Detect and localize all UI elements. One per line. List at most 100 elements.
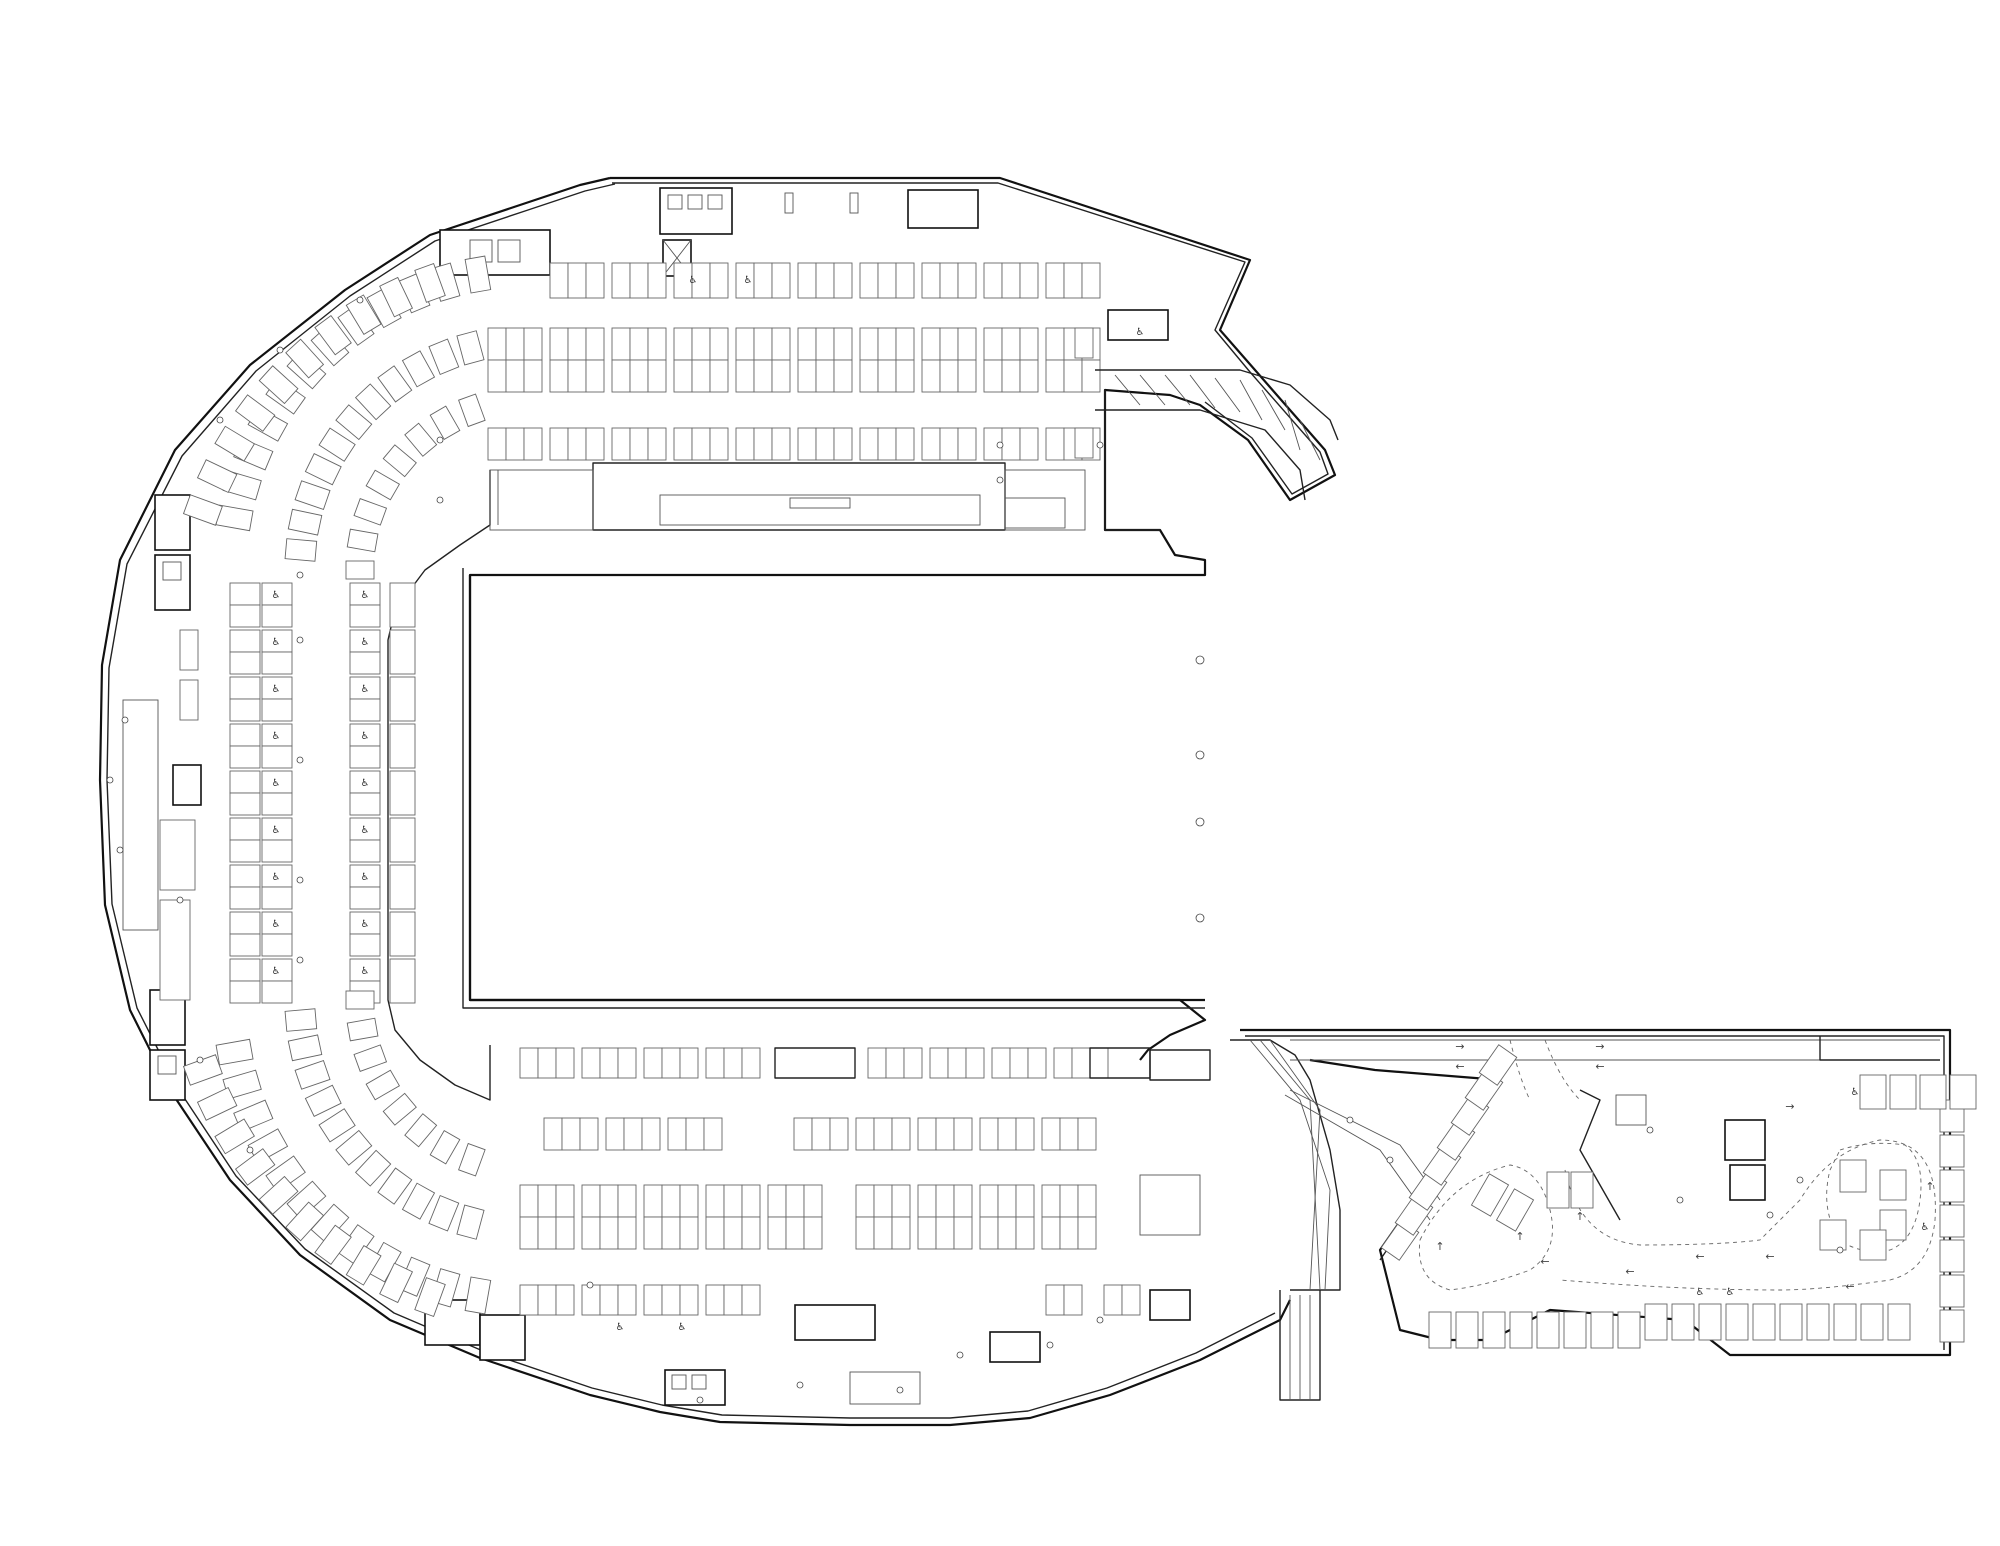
accessible-parking-icon: ♿ (272, 825, 281, 836)
parking-stall (543, 1117, 563, 1151)
parking-stall (505, 359, 525, 393)
parking-stall (1045, 427, 1065, 461)
parking-stall (1121, 1284, 1141, 1316)
parking-stall (523, 327, 543, 361)
direction-arrow-icon: ↑ (1435, 1240, 1444, 1253)
parking-stall (346, 528, 379, 553)
direction-arrow-icon: ← (1540, 1255, 1549, 1268)
parking-stall (703, 1117, 723, 1151)
parking-stall (767, 1216, 787, 1250)
parking-stall (1027, 1047, 1047, 1079)
parking-stall (939, 427, 959, 461)
parking-stall (953, 1117, 973, 1151)
column-icon (1796, 1176, 1804, 1184)
parking-stall (549, 327, 569, 361)
parking-stall (318, 1108, 356, 1143)
parking-stall (464, 255, 492, 294)
direction-arrow-icon: ↑ (1515, 1230, 1524, 1243)
parking-stall (685, 1117, 705, 1151)
parking-stall (979, 1216, 999, 1250)
parking-stall (979, 1117, 999, 1151)
column-icon (1676, 1196, 1684, 1204)
parking-stall (1617, 1311, 1641, 1349)
parking-stall (939, 327, 959, 361)
direction-arrow-icon: → (1455, 1040, 1464, 1053)
parking-stall (815, 427, 835, 461)
parking-stall (401, 350, 436, 388)
parking-stall (965, 1047, 985, 1079)
parking-stall (456, 1204, 485, 1240)
column-icon (216, 416, 224, 424)
parking-stall (353, 1044, 388, 1072)
column-icon (296, 571, 304, 579)
parking-stall (957, 359, 977, 393)
parking-stall (997, 1117, 1017, 1151)
parking-stall (389, 582, 416, 628)
parking-stall (294, 1059, 331, 1090)
parking-stall (1919, 1074, 1947, 1110)
parking-stall (997, 1216, 1017, 1250)
parking-stall (182, 494, 223, 526)
parking-stall (895, 262, 915, 299)
parking-stall (229, 864, 261, 888)
west-parking-columns (159, 582, 416, 1004)
parking-stall (623, 1117, 643, 1151)
column-icon (996, 476, 1004, 484)
parking-stall (599, 1184, 619, 1218)
parking-stall (929, 1047, 949, 1079)
parking-stall (877, 327, 897, 361)
parking-stall (229, 582, 261, 606)
parking-stall (555, 1216, 575, 1250)
column-icon (1346, 1116, 1354, 1124)
parking-stall (661, 1284, 681, 1316)
parking-stall (647, 262, 667, 299)
accessible-parking-icon: ♿ (272, 919, 281, 930)
parking-stall (735, 427, 755, 461)
parking-stall (1879, 1169, 1907, 1201)
parking-stall (215, 1038, 254, 1066)
parking-stall (345, 560, 375, 580)
parking-stall (261, 698, 293, 722)
parking-stall (771, 359, 791, 393)
parking-stall (797, 427, 817, 461)
parking-stall (1015, 1117, 1035, 1151)
parking-stall (997, 1184, 1017, 1218)
parking-stall (1019, 427, 1039, 461)
parking-stall (979, 1184, 999, 1218)
parking-stall (833, 327, 853, 361)
column-icon (696, 1396, 704, 1404)
parking-stall (1478, 1044, 1518, 1086)
parking-stall (458, 1142, 486, 1177)
parking-stall (1509, 1311, 1533, 1349)
parking-stall (265, 1155, 306, 1193)
parking-stall (179, 629, 199, 671)
parking-stall (523, 359, 543, 393)
parking-stall (873, 1117, 893, 1151)
column-icon (1096, 441, 1104, 449)
parking-stall (414, 1277, 446, 1318)
parking-stall (1015, 1216, 1035, 1250)
accessible-parking-icon: ♿ (616, 1322, 625, 1333)
parking-stall (349, 792, 381, 816)
parking-stall (487, 327, 507, 361)
parking-stall (261, 886, 293, 910)
parking-stall (785, 1216, 805, 1250)
parking-stall (647, 327, 667, 361)
parking-stall (1077, 1117, 1097, 1151)
accessible-parking-icon: ♿ (1726, 1287, 1735, 1298)
parking-stall (377, 365, 413, 403)
parking-stall (1455, 1311, 1479, 1349)
parking-stall (304, 1084, 342, 1117)
parking-stall (859, 359, 879, 393)
parking-stall (1001, 262, 1021, 299)
parking-stall (673, 427, 693, 461)
parking-stall (229, 629, 261, 653)
parking-stall (287, 508, 323, 536)
parking-stall (753, 427, 773, 461)
parking-stall (519, 1047, 539, 1079)
parking-stall (1071, 1047, 1091, 1079)
accessible-parking-icon: ♿ (744, 275, 753, 286)
parking-stall (229, 958, 261, 982)
accessible-parking-icon: ♿ (361, 778, 370, 789)
parking-stall (382, 444, 417, 478)
